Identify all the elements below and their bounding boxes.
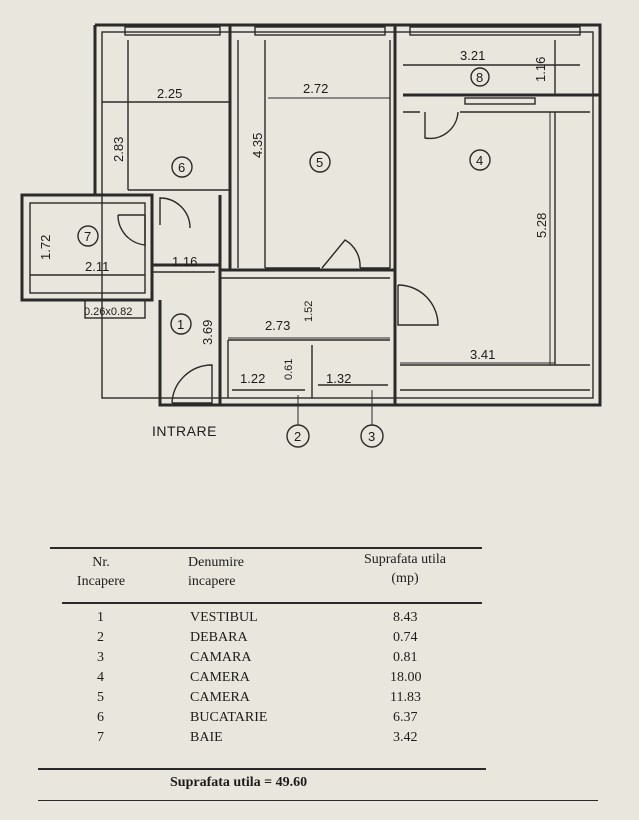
dim-3-21: 3.21 [460, 48, 485, 63]
dim-5-28: 5.28 [534, 213, 549, 238]
dim-2-83: 2.83 [111, 137, 126, 162]
dim-2-72: 2.72 [303, 81, 328, 96]
table-bottom-rule [38, 768, 486, 770]
dim-4-35: 4.35 [250, 133, 265, 158]
row-nr: 5 [97, 690, 104, 705]
row-nr: 7 [97, 730, 104, 745]
row-area: 0.74 [393, 630, 418, 645]
door-swings [117, 111, 459, 404]
room-number-2: 2 [294, 429, 301, 444]
interior-walls [102, 25, 600, 405]
dim-1-16-storage: 1.16 [533, 57, 548, 82]
footer-rule [38, 800, 598, 801]
row-name: BAIE [190, 730, 223, 745]
header-name: Denumire incapere [188, 553, 244, 591]
dim-1-72: 1.72 [38, 235, 53, 260]
dim-2-25: 2.25 [157, 86, 182, 101]
dim-0-26x0-82: 0.26x0.82 [84, 306, 132, 318]
table-header-rule [62, 602, 482, 604]
row-name: CAMARA [190, 650, 252, 665]
total-area: Suprafata utila = 49.60 [170, 775, 308, 790]
row-name: DEBARA [190, 630, 248, 645]
row-area: 18.00 [390, 670, 422, 685]
header-nr-line2: Incapere [76, 574, 126, 589]
header-name-line1: Denumire [188, 555, 244, 570]
header-area: Suprafata utila (mp) [350, 550, 460, 588]
entrance-label: INTRARE [152, 423, 217, 439]
header-nr: Nr. Incapere [70, 553, 132, 591]
row-nr: 3 [97, 650, 104, 665]
dim-0-61: 0.61 [283, 359, 295, 380]
header-name-line2: incapere [188, 574, 236, 589]
row-nr: 4 [97, 670, 104, 685]
row-nr: 6 [97, 710, 104, 725]
floor-plan-drawing: 2.25 2.83 2.72 4.35 3.21 1.16 5.28 3.41 … [20, 23, 602, 448]
outer-walls [93, 23, 602, 407]
dim-1-52: 1.52 [303, 301, 315, 322]
dimension-lines [128, 97, 555, 425]
dim-2-73: 2.73 [265, 318, 290, 333]
row-area: 3.42 [393, 730, 418, 745]
room-number-5: 5 [316, 155, 323, 170]
room-number-1: 1 [177, 317, 184, 332]
row-area: 8.43 [393, 610, 418, 625]
dim-2-11: 2.11 [85, 259, 109, 274]
row-area: 0.81 [393, 650, 418, 665]
row-name: VESTIBUL [190, 610, 258, 625]
row-area: 11.83 [390, 690, 421, 705]
row-name: BUCATARIE [190, 710, 268, 725]
row-name: CAMERA [190, 690, 250, 705]
header-area-line1: Suprafata utila [363, 552, 447, 567]
room-number-4: 4 [476, 153, 483, 168]
window-marks [124, 26, 581, 105]
row-nr: 2 [97, 630, 104, 645]
dim-1-22: 1.22 [240, 371, 265, 386]
header-area-line2: (mp) [391, 571, 419, 586]
room-number-8: 8 [476, 70, 483, 85]
header-nr-line1: Nr. [92, 555, 110, 570]
dim-1-32: 1.32 [326, 371, 351, 386]
dim-3-41: 3.41 [470, 347, 495, 362]
room-number-circles [77, 67, 491, 448]
table-top-rule [50, 547, 482, 549]
room-number-3: 3 [368, 429, 375, 444]
room-number-6: 6 [178, 160, 185, 175]
dim-3-69: 3.69 [200, 320, 215, 345]
room-number-7: 7 [84, 229, 91, 244]
row-nr: 1 [97, 610, 104, 625]
dim-1-16-hall: 1.16 [172, 254, 197, 269]
row-area: 6.37 [393, 710, 418, 725]
row-name: CAMERA [190, 670, 250, 685]
bathroom-annex [20, 193, 154, 319]
